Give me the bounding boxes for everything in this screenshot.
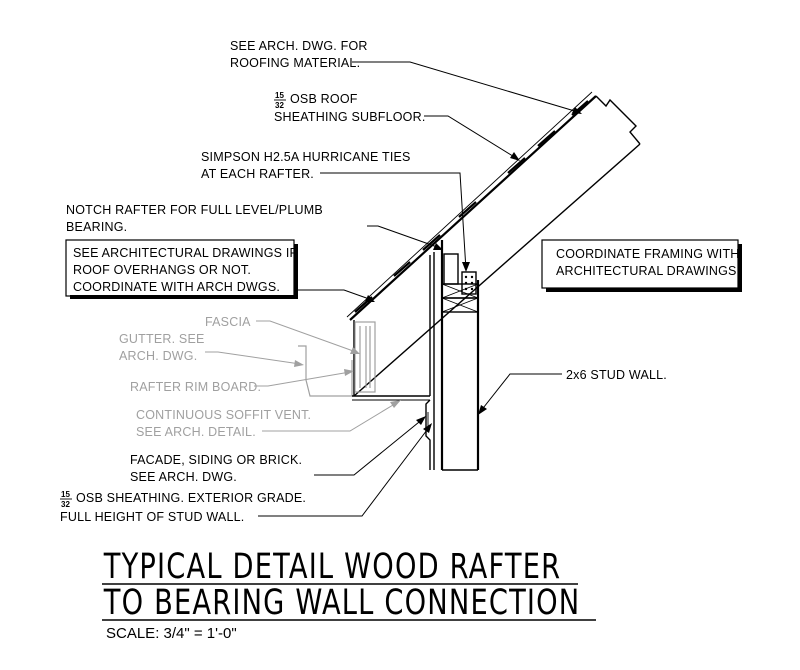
note-gutter-line-1: GUTTER. SEE xyxy=(119,332,205,346)
note-fascia: FASCIA xyxy=(205,315,251,329)
title-block: TYPICAL DETAIL WOOD RAFTER TO BEARING WA… xyxy=(102,547,596,642)
gutter xyxy=(298,345,353,397)
note-facade-line-2: SEE ARCH. DWG. xyxy=(130,470,237,484)
note-notch-line-2: BEARING. xyxy=(66,220,127,234)
fascia-rim-board xyxy=(354,321,376,393)
note-soffit-line-2: SEE ARCH. DETAIL. xyxy=(136,425,256,439)
hurricane-tie xyxy=(461,271,477,295)
note-osb-roof-fraction-num: 15 xyxy=(275,91,284,100)
leader-lines xyxy=(205,61,582,517)
note-gutter-line-2: ARCH. DWG. xyxy=(119,349,197,363)
note-roofing-line-2: ROOFING MATERIAL. xyxy=(230,56,360,70)
note-soffit-line-1: CONTINUOUS SOFFIT VENT. xyxy=(136,408,311,422)
stud-wall xyxy=(440,240,480,471)
note-osb-wall-fraction-num: 15 xyxy=(61,490,70,499)
note-notch-line-1: NOTCH RAFTER FOR FULL LEVEL/PLUMB xyxy=(66,203,323,217)
note-ties-line-1: SIMPSON H2.5A HURRICANE TIES xyxy=(201,150,411,164)
note-osb-roof-line-1: OSB ROOF xyxy=(290,92,358,106)
soffit-vent xyxy=(352,395,430,401)
note-roofing-line-1: SEE ARCH. DWG. FOR xyxy=(230,39,368,53)
title-scale: SCALE: 3/4" = 1'-0" xyxy=(106,625,237,642)
note-facade-line-1: FACADE, SIDING OR BRICK. xyxy=(130,453,302,467)
facade-siding xyxy=(425,399,431,470)
title-line-2: TO BEARING WALL CONNECTION xyxy=(103,583,581,623)
note-osb-wall-fraction-den: 32 xyxy=(61,500,70,509)
overhang-note-box xyxy=(65,239,298,299)
note-ties-line-2: AT EACH RAFTER. xyxy=(201,167,314,181)
note-osb-roof-line-2: SHEATHING SUBFLOOR. xyxy=(274,110,426,124)
note-osb-wall-line-2: FULL HEIGHT OF STUD WALL. xyxy=(60,510,244,524)
note-rim-board: RAFTER RIM BOARD. xyxy=(130,380,261,394)
note-framing-line-2: ARCHITECTURAL DRAWINGS. xyxy=(556,264,740,278)
note-osb-wall-line-1: OSB SHEATHING. EXTERIOR GRADE. xyxy=(76,491,306,505)
title-line-1: TYPICAL DETAIL WOOD RAFTER xyxy=(103,547,561,587)
framing-note-box xyxy=(541,239,742,292)
note-stud-wall: 2x6 STUD WALL. xyxy=(566,368,667,382)
note-overhang-line-2: ROOF OVERHANGS OR NOT. xyxy=(73,263,251,277)
note-osb-roof-fraction-den: 32 xyxy=(275,101,284,110)
note-overhang-line-1: SEE ARCHITECTURAL DRAWINGS IF xyxy=(73,246,298,260)
note-overhang-line-3: COORDINATE WITH ARCH DWGS. xyxy=(73,280,280,294)
note-framing-line-1: COORDINATE FRAMING WITH xyxy=(556,247,740,261)
